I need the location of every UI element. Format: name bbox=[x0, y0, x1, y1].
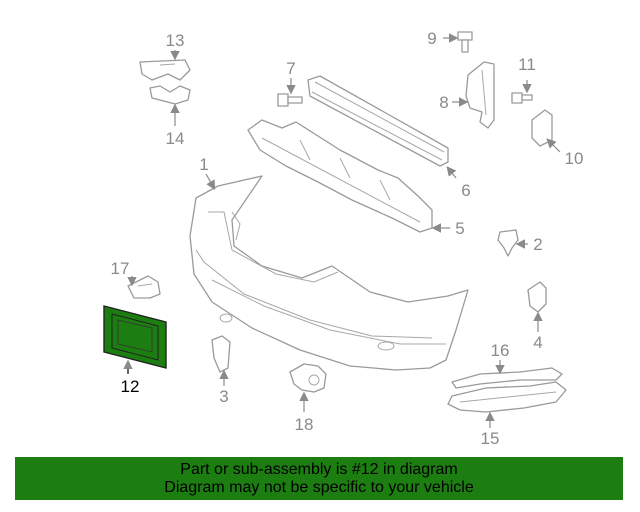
notice-line-2: Diagram may not be specific to your vehi… bbox=[164, 478, 474, 496]
part-15-molding bbox=[447, 381, 567, 413]
callout-13: 13 bbox=[166, 31, 185, 50]
part-2-clip bbox=[497, 229, 519, 257]
callout-3: 3 bbox=[219, 387, 228, 406]
callout-7: 7 bbox=[286, 59, 295, 78]
part-8-bracket bbox=[465, 61, 495, 129]
callout-8: 8 bbox=[439, 93, 448, 112]
notice-line-1: Part or sub-assembly is #12 in diagram bbox=[180, 460, 458, 478]
callout-17: 17 bbox=[111, 259, 130, 278]
callout-6: 6 bbox=[461, 181, 470, 200]
parts-diagram: 13 14 7 9 8 11 10 6 5 1 2 4 17 12 3 18 1… bbox=[103, 29, 584, 448]
callout-11: 11 bbox=[518, 55, 536, 74]
part-7-bolt bbox=[277, 93, 303, 107]
callout-12[interactable]: 12 bbox=[121, 377, 140, 396]
part-3-bracket bbox=[211, 335, 231, 373]
callout-10: 10 bbox=[565, 149, 584, 168]
part-17-sensor bbox=[127, 275, 161, 299]
part-12-license-bracket[interactable] bbox=[103, 305, 167, 369]
part-11-bolt bbox=[511, 92, 533, 104]
callout-1: 1 bbox=[199, 155, 208, 174]
callout-4: 4 bbox=[533, 333, 542, 352]
part-14-bracket bbox=[149, 85, 191, 105]
part-9-bolt bbox=[457, 31, 473, 53]
part-18-sensor bbox=[289, 363, 327, 393]
callout-16: 16 bbox=[491, 341, 510, 360]
part-5-absorber bbox=[247, 119, 433, 233]
part-1-bumper-cover bbox=[189, 175, 469, 371]
diagram-notice-banner: Part or sub-assembly is #12 in diagram D… bbox=[15, 457, 623, 500]
callout-14: 14 bbox=[166, 129, 185, 148]
part-4-bracket bbox=[527, 281, 547, 313]
callout-15: 15 bbox=[481, 429, 500, 448]
part-6-reinforcement bbox=[307, 75, 449, 167]
part-13-bracket bbox=[139, 59, 191, 81]
callout-5: 5 bbox=[455, 219, 464, 238]
callout-9: 9 bbox=[427, 29, 436, 48]
callout-2: 2 bbox=[533, 235, 542, 254]
callout-18: 18 bbox=[295, 415, 314, 434]
